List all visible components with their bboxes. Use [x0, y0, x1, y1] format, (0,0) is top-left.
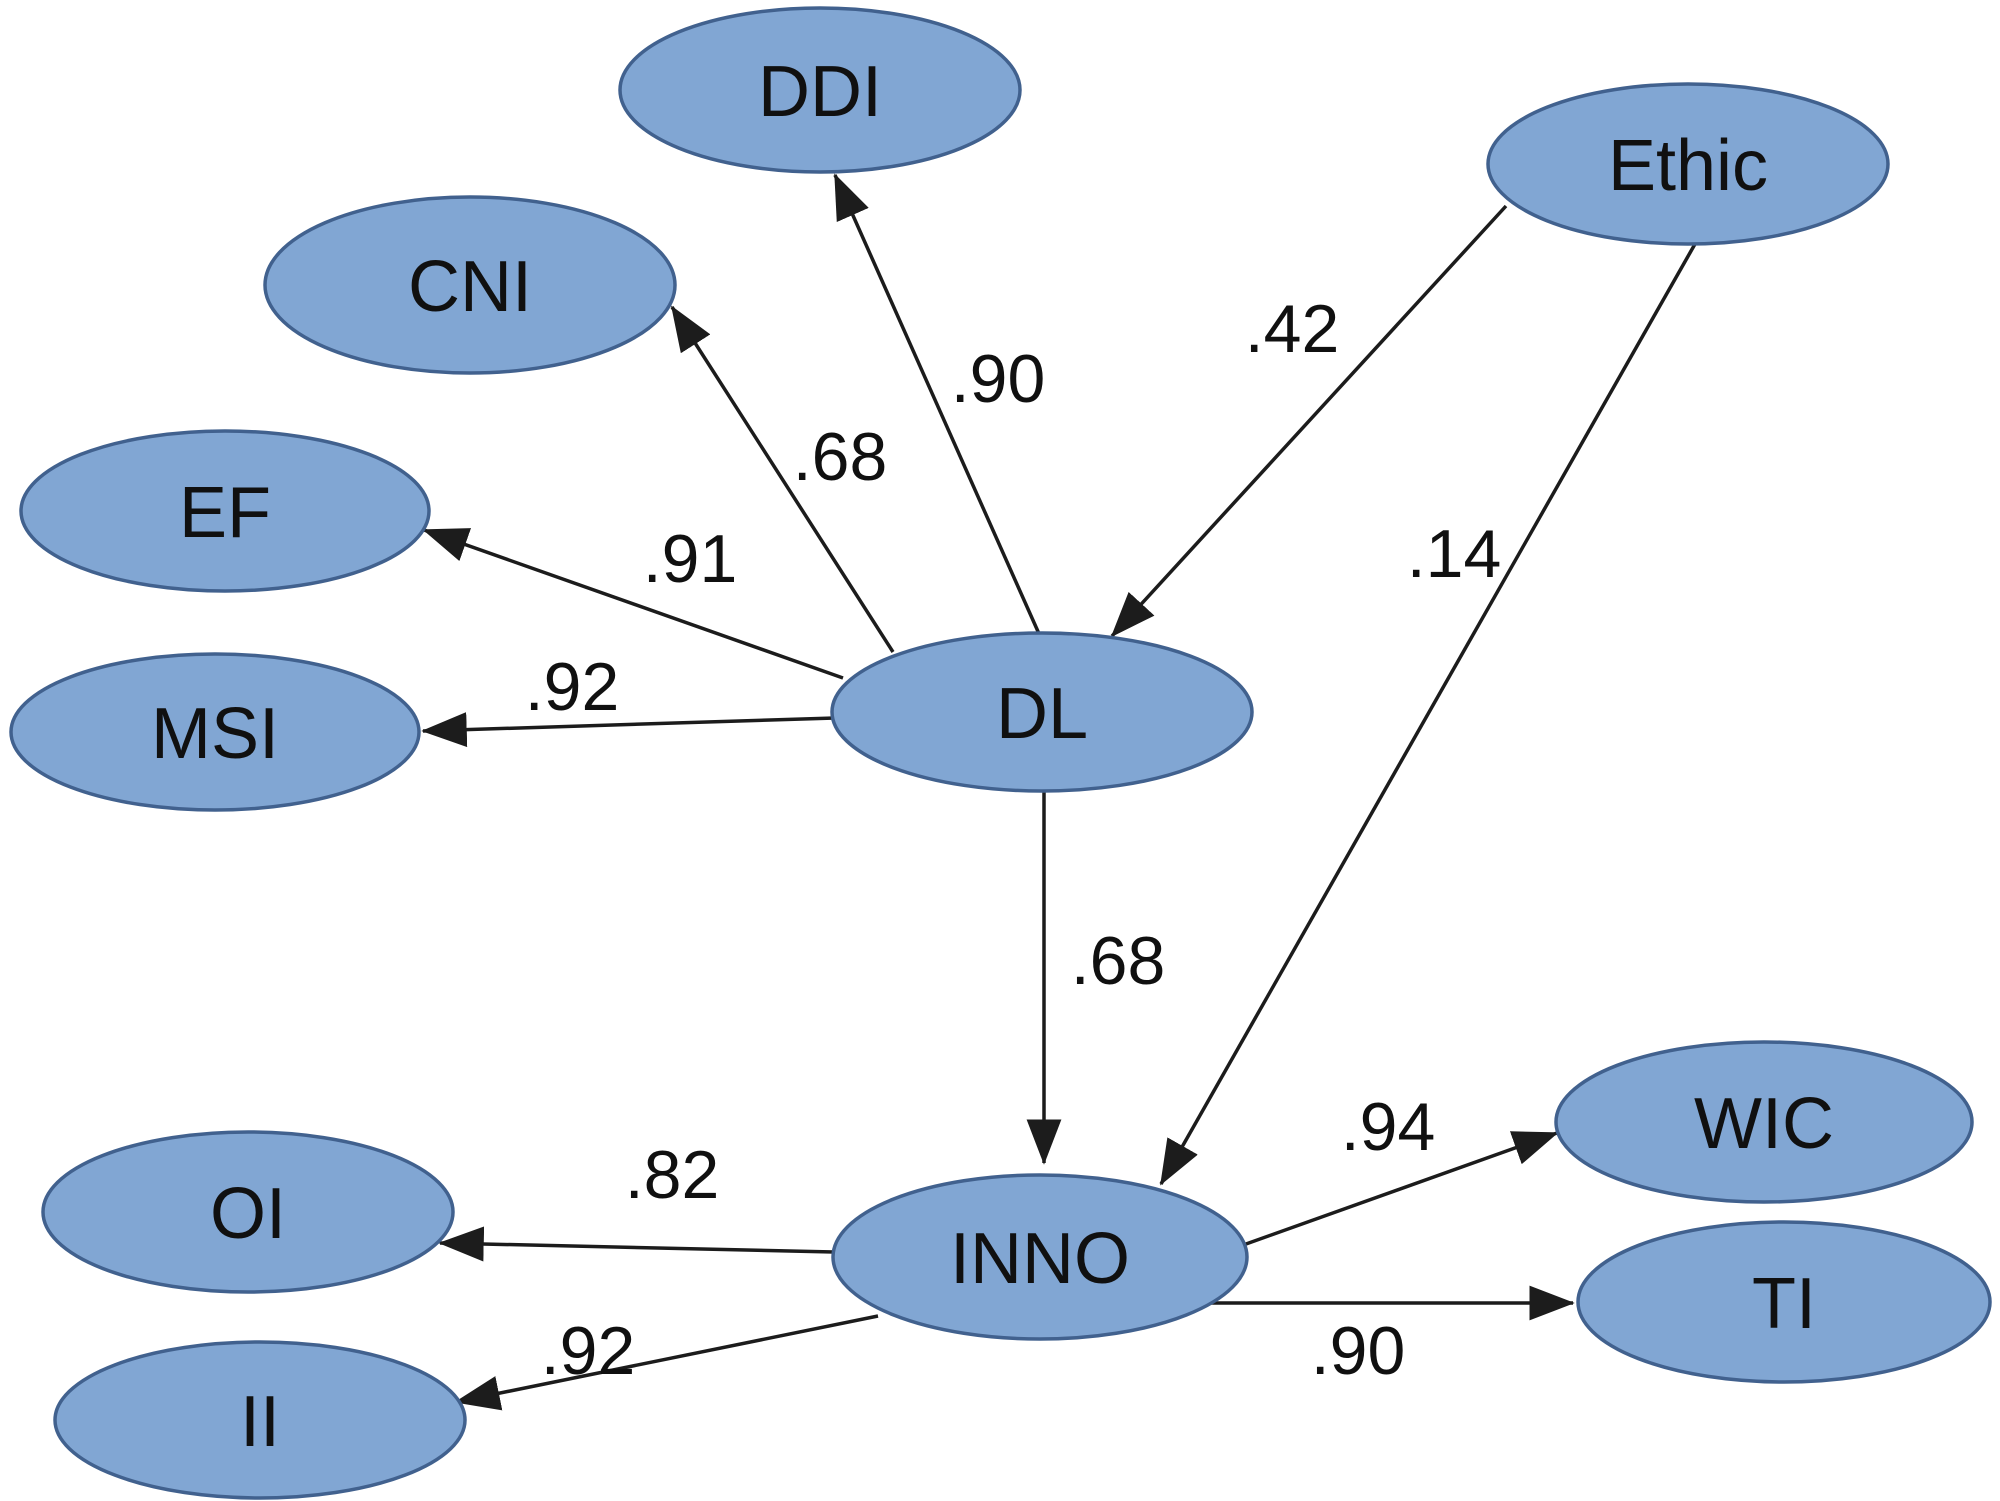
- node-dl-label: DL: [996, 674, 1088, 754]
- edge-dl-cni-coefficient: .68: [793, 419, 888, 495]
- node-ethic-label: Ethic: [1608, 126, 1768, 206]
- edge-dl-inno-coefficient: .68: [1071, 923, 1166, 999]
- node-wic-label: WIC: [1694, 1084, 1834, 1164]
- edge-inno-ii-coefficient: .92: [541, 1313, 636, 1389]
- node-oi: OI: [41, 1130, 455, 1294]
- edge-dl-msi-arrow: [421, 712, 836, 748]
- edge-ethic-inno-coefficient: .14: [1407, 516, 1502, 592]
- node-ddi-ellipse: [618, 6, 1022, 174]
- edge-inno-oi-arrow: [438, 1226, 835, 1262]
- edge-inno-oi-coefficient: .82: [625, 1137, 720, 1213]
- node-inno-label: INNO: [950, 1219, 1130, 1299]
- node-msi-ellipse: [9, 652, 421, 812]
- node-wic-ellipse: [1554, 1040, 1974, 1204]
- node-inno: INNO: [831, 1173, 1249, 1341]
- nodes-layer: DDI Ethic CNI EF MSI DL: [9, 6, 1992, 1500]
- node-wic: WIC: [1554, 1040, 1974, 1204]
- node-ddi-label: DDI: [758, 52, 882, 132]
- node-ii-ellipse: [53, 1340, 467, 1500]
- node-inno-ellipse: [831, 1173, 1249, 1341]
- node-dl: DL: [830, 631, 1254, 793]
- edge-inno-wic-arrow: [1245, 1131, 1559, 1246]
- edge-dl-ddi-arrow: [833, 173, 1042, 637]
- node-ethic-ellipse: [1486, 82, 1890, 246]
- edge-ethic-inno-arrow: [1159, 243, 1697, 1186]
- edge-inno-ii-arrow: [454, 1314, 879, 1411]
- node-dl-ellipse: [830, 631, 1254, 793]
- edge-ethic-dl-coefficient: .42: [1245, 291, 1340, 367]
- node-ii: II: [53, 1340, 467, 1500]
- edge-inno-ti-coefficient: .90: [1311, 1313, 1406, 1389]
- edge-dl-ef-arrow: [422, 528, 844, 680]
- node-ti-ellipse: [1576, 1220, 1992, 1384]
- node-ef-label: EF: [179, 473, 271, 553]
- node-oi-label: OI: [210, 1174, 286, 1254]
- node-oi-ellipse: [41, 1130, 455, 1294]
- node-ii-label: II: [240, 1382, 280, 1462]
- node-ef: EF: [19, 429, 431, 593]
- node-ethic: Ethic: [1486, 82, 1890, 246]
- node-ef-ellipse: [19, 429, 431, 593]
- edge-inno-wic-coefficient: .94: [1341, 1089, 1436, 1165]
- node-cni-ellipse: [263, 195, 677, 375]
- node-ddi: DDI: [618, 6, 1022, 174]
- edge-dl-ef-coefficient: .91: [643, 521, 738, 597]
- node-msi: MSI: [9, 652, 421, 812]
- edge-dl-ddi-coefficient: .90: [951, 341, 1046, 417]
- node-cni-label: CNI: [408, 247, 532, 327]
- node-msi-label: MSI: [151, 694, 279, 774]
- edge-ethic-dl-arrow: [1110, 204, 1508, 638]
- node-cni: CNI: [263, 195, 677, 375]
- edge-dl-msi-coefficient: .92: [525, 649, 620, 725]
- edge-dl-cni-arrow: [670, 305, 895, 653]
- node-ti: TI: [1576, 1220, 1992, 1384]
- edges-layer: .90 .68 .91 .92 .42 .14 .68 .82 .92 .94 …: [421, 173, 1697, 1411]
- node-ti-label: TI: [1752, 1264, 1816, 1344]
